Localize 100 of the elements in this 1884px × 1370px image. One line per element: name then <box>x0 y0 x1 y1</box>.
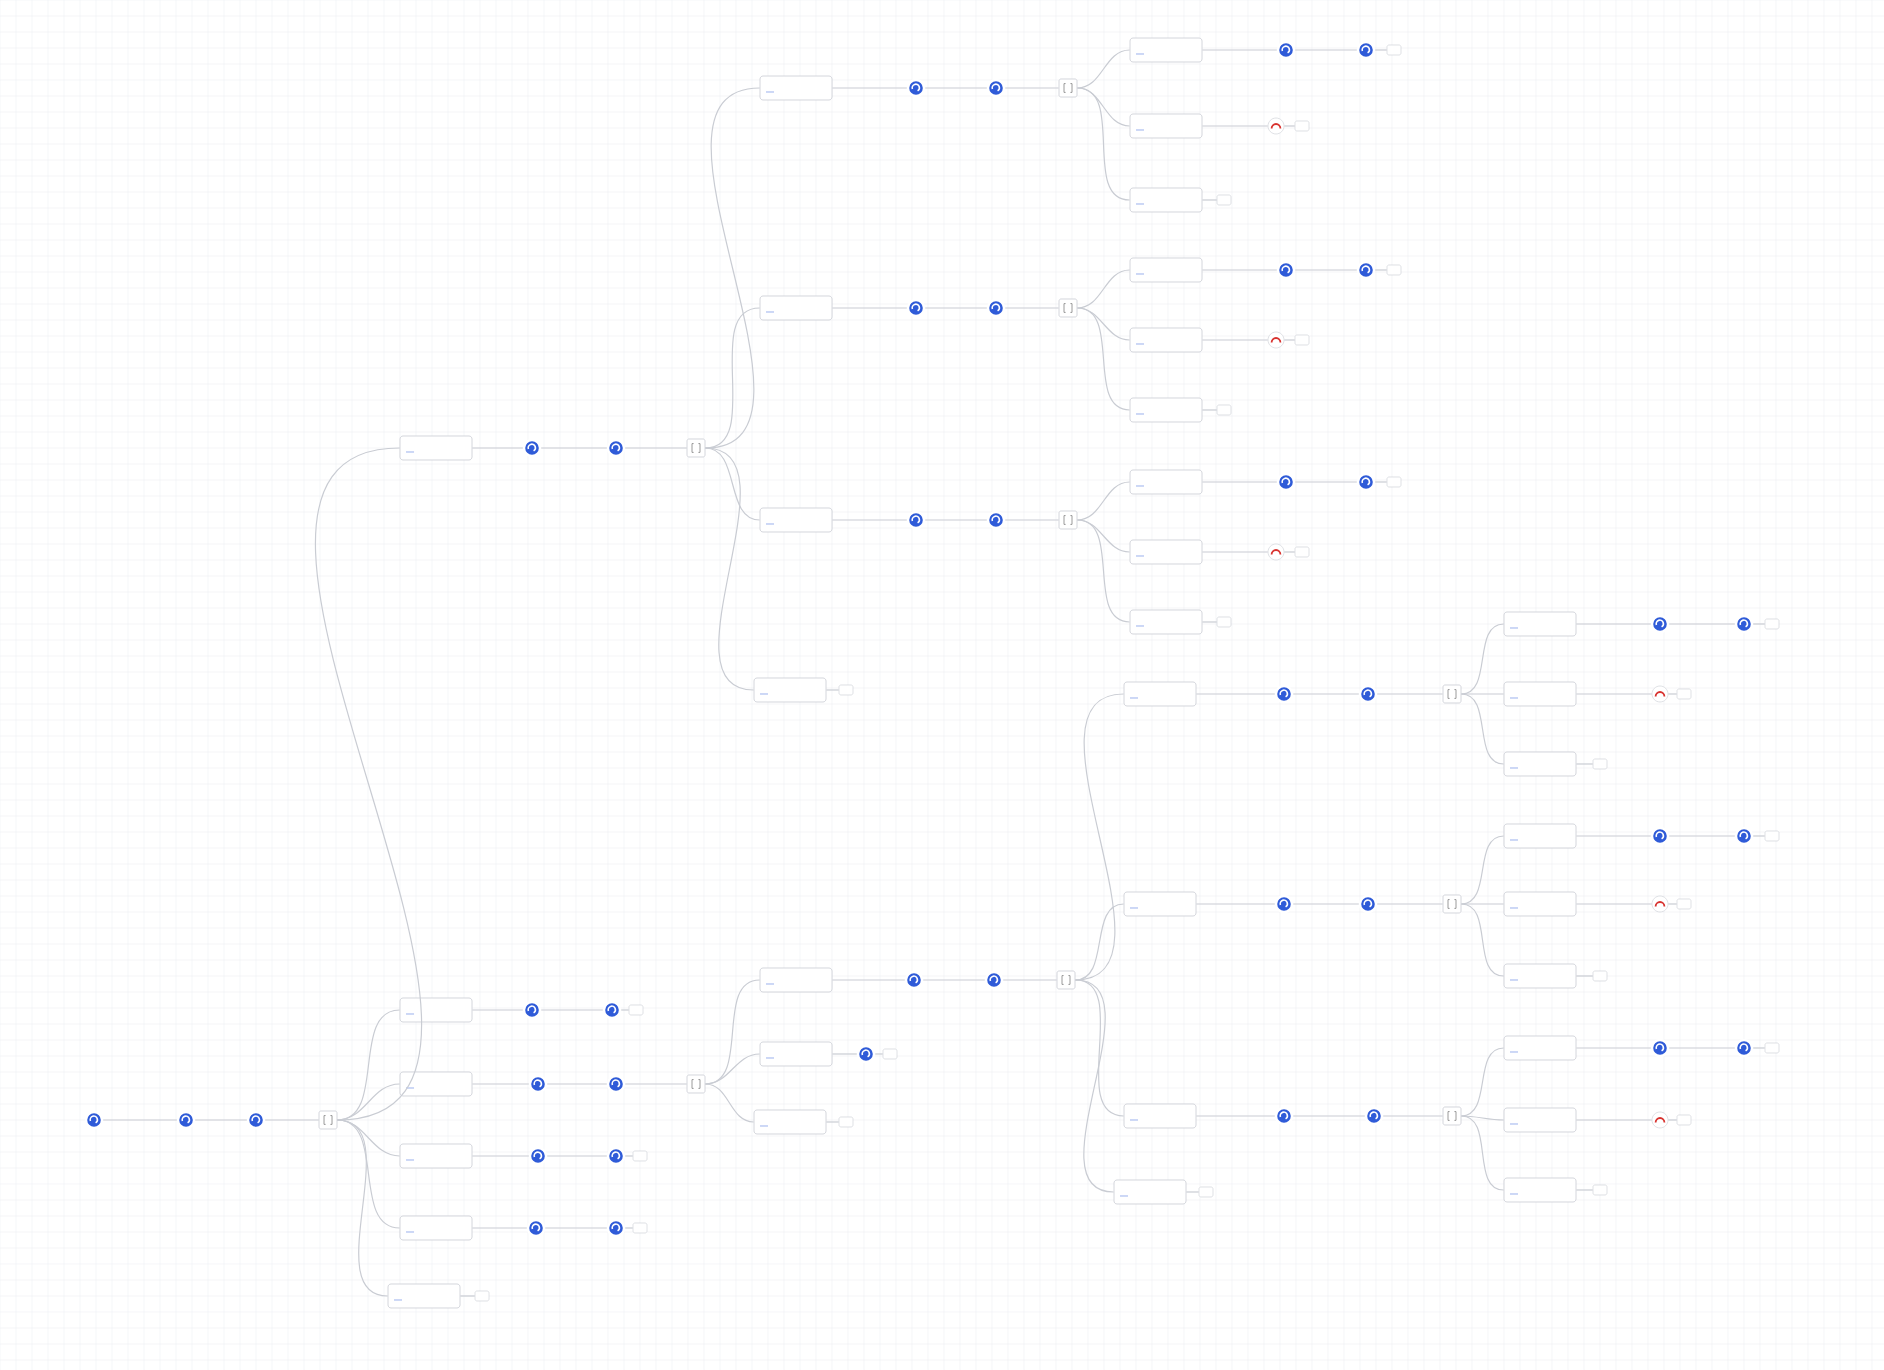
filter-card <box>759 75 833 101</box>
module-icon <box>1276 260 1296 280</box>
add-handle <box>1764 830 1780 842</box>
filter-card <box>399 435 473 461</box>
connector <box>1667 903 1678 905</box>
module-icon <box>522 1000 542 1020</box>
connector <box>1575 975 1594 977</box>
router-icon <box>1058 510 1078 530</box>
add-handle <box>1592 1184 1608 1196</box>
add-handle <box>1294 334 1310 346</box>
add-handle <box>1592 970 1608 982</box>
filter-card <box>759 967 833 993</box>
module-icon <box>856 1044 876 1064</box>
filter-card <box>753 1109 827 1135</box>
module-icon <box>1358 684 1378 704</box>
connector <box>1460 903 1505 977</box>
add-handle <box>1216 194 1232 206</box>
add-handle <box>1676 688 1692 700</box>
connector <box>1374 49 1388 51</box>
connector <box>1185 1191 1200 1193</box>
module-icon <box>1274 1106 1294 1126</box>
module-icon <box>246 1110 266 1130</box>
module-icon <box>906 298 926 318</box>
connector <box>825 1121 840 1123</box>
add-handle <box>628 1004 644 1016</box>
connector <box>1076 87 1131 201</box>
stop-icon <box>1651 1111 1669 1129</box>
add-handle <box>1764 1042 1780 1054</box>
module-icon <box>1358 894 1378 914</box>
module-icon <box>1356 472 1376 492</box>
add-handle <box>1386 476 1402 488</box>
module-icon <box>1274 684 1294 704</box>
connector <box>459 1295 476 1297</box>
filter-card <box>1129 327 1203 353</box>
add-handle <box>882 1048 898 1060</box>
add-handle <box>1676 898 1692 910</box>
connector <box>825 689 840 691</box>
module-icon <box>1364 1106 1384 1126</box>
router-icon <box>1058 298 1078 318</box>
add-handle <box>1764 618 1780 630</box>
router-icon <box>686 1074 706 1094</box>
filter-card <box>759 1041 833 1067</box>
filter-card <box>1503 1177 1577 1203</box>
filter-card <box>1503 681 1577 707</box>
add-handle <box>1294 120 1310 132</box>
connector <box>1374 481 1388 483</box>
filter-card <box>1503 1107 1577 1133</box>
add-handle <box>1676 1114 1692 1126</box>
filter-card <box>1503 891 1577 917</box>
add-handle <box>1216 616 1232 628</box>
filter-card <box>1123 1103 1197 1129</box>
filter-card <box>1129 113 1203 139</box>
add-handle <box>474 1290 490 1302</box>
connector <box>1667 693 1678 695</box>
filter-card <box>1503 611 1577 637</box>
connector <box>1201 409 1218 411</box>
connector <box>704 1083 755 1123</box>
filter-card <box>399 1215 473 1241</box>
filter-card <box>1129 187 1203 213</box>
module-icon <box>1356 40 1376 60</box>
add-handle <box>1216 404 1232 416</box>
stop-icon <box>1651 685 1669 703</box>
connector <box>1752 1047 1766 1049</box>
connector <box>1076 307 1131 411</box>
filter-card <box>1129 539 1203 565</box>
connector <box>831 1053 858 1055</box>
router-icon <box>1056 970 1076 990</box>
filter-card <box>399 1071 473 1097</box>
filter-card <box>1503 751 1577 777</box>
connector <box>620 1009 630 1011</box>
connector <box>1283 551 1296 553</box>
connector <box>1460 1115 1505 1121</box>
filter-card <box>1129 397 1203 423</box>
connector <box>1752 623 1766 625</box>
connector <box>704 307 761 449</box>
filter-card <box>1503 963 1577 989</box>
router-icon <box>1442 1106 1462 1126</box>
router-icon <box>1442 684 1462 704</box>
connector <box>1460 1115 1505 1191</box>
router-icon <box>686 438 706 458</box>
connector <box>1201 621 1218 623</box>
add-handle <box>838 1116 854 1128</box>
add-handle <box>632 1222 648 1234</box>
connector <box>1460 835 1505 905</box>
module-icon <box>602 1000 622 1020</box>
router-icon <box>1442 894 1462 914</box>
filter-card <box>387 1283 461 1309</box>
stop-icon <box>1267 331 1285 349</box>
filter-card <box>1123 891 1197 917</box>
connector <box>336 1083 401 1121</box>
connector <box>704 1053 761 1085</box>
module-icon <box>1650 826 1670 846</box>
router-icon <box>318 1110 338 1130</box>
filter-card <box>1129 609 1203 635</box>
connector <box>1076 49 1131 89</box>
module-icon <box>1276 40 1296 60</box>
module-icon <box>528 1074 548 1094</box>
module-icon <box>606 438 626 458</box>
module-icon <box>1276 472 1296 492</box>
connector <box>1076 519 1131 623</box>
